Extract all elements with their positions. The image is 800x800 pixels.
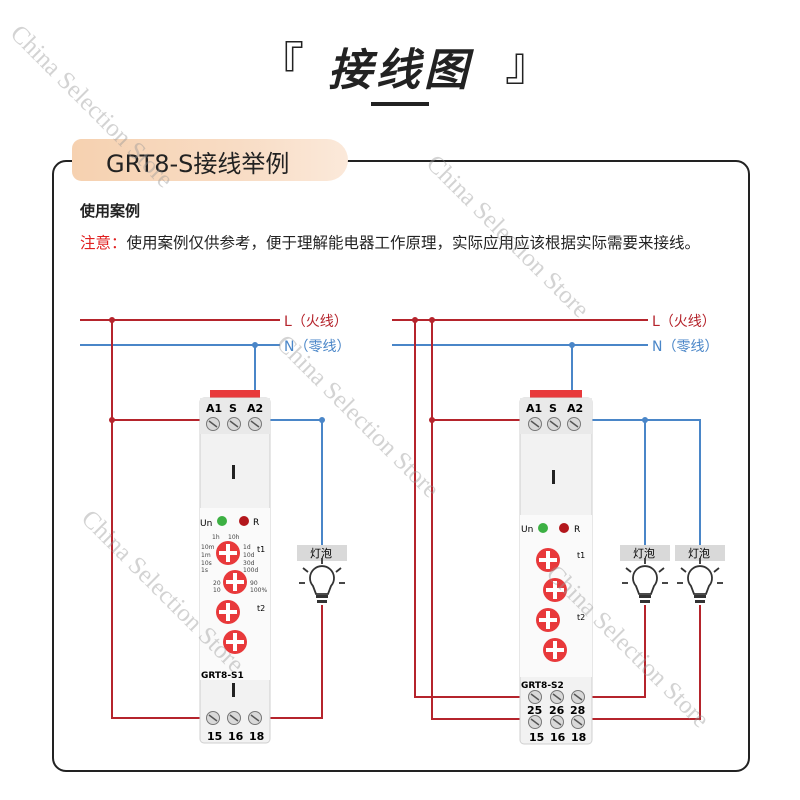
neutral-label-right: N（零线） [652, 339, 718, 355]
svg-text:100d: 100d [243, 567, 258, 574]
term-A1-left: A1 [206, 402, 222, 415]
content-panel [52, 160, 750, 772]
svg-text:10d: 10d [243, 552, 255, 559]
neutral-to-lamps [572, 419, 701, 545]
live-label-right: L（火线） [652, 314, 716, 330]
page-title: 接线图 [328, 45, 472, 96]
term-16-right: 16 [550, 731, 566, 744]
live-to-15-right [431, 320, 535, 720]
note-paragraph: 注意：使用案例仅供参考，便于理解能电器工作原理，实际应用应该根据实际需要来接线。 [80, 230, 740, 256]
dial-3-right [536, 608, 560, 632]
svg-text:30d: 30d [243, 560, 255, 567]
term-S-right: S [549, 402, 557, 415]
term-A2-right: A2 [567, 402, 583, 415]
term-15-right: 15 [529, 731, 544, 744]
svg-text:90: 90 [250, 580, 258, 587]
neutral-label-left: N（零线） [284, 339, 350, 355]
dial-3-left [216, 600, 240, 624]
led-un-left: Un [200, 519, 212, 529]
t1-right: t1 [577, 551, 585, 560]
led-un-right: Un [521, 525, 533, 535]
dial-1-left [216, 541, 240, 565]
title-underline [371, 102, 429, 106]
svg-text:10: 10 [213, 587, 221, 594]
svg-text:10s: 10s [201, 560, 212, 567]
section-tag: GRT8-S接线举例 [72, 139, 348, 181]
dial-2-left [223, 570, 247, 594]
note-text: 使用案例仅供参考，便于理解能电器工作原理，实际应用应该根据实际需要来接线。 [126, 234, 701, 252]
svg-text:1s: 1s [201, 567, 208, 574]
term-S-left: S [229, 402, 237, 415]
term-16-left: 16 [228, 730, 244, 743]
svg-text:1d: 1d [243, 544, 251, 551]
lamp2-to-18 [578, 605, 701, 720]
t2-right: t2 [577, 613, 585, 622]
live-to-25-right [414, 320, 535, 698]
led-r-left: R [253, 518, 259, 528]
right-diagram: L（火线） N（零线） A1 S A2 Un [392, 314, 725, 745]
live-to-15 [111, 320, 213, 719]
term-A2-left: A2 [247, 402, 263, 415]
title-bracket-left: 『 [258, 37, 304, 91]
svg-text:10h: 10h [228, 534, 240, 541]
lamp-label-left: 灯泡 [310, 546, 332, 560]
dial-4-right [543, 638, 567, 662]
relay-left: A1 S A2 Un R 1h 10h 10m 1m 10s 1s 1d 10d… [199, 390, 271, 744]
term-28-right: 28 [570, 704, 585, 717]
left-diagram: L（火线） N（零线） A1 S A2 Un R 1h [80, 314, 350, 744]
lamp-label-right-2: 灯泡 [688, 546, 710, 560]
lamp-to-18 [255, 605, 323, 719]
dial-scale-left-a: 1h [212, 534, 220, 541]
lamp1-to-28 [578, 605, 646, 698]
t2-left: t2 [257, 604, 265, 613]
title-bracket-right: 』 [505, 37, 551, 91]
lamp-icon [621, 557, 669, 604]
lamp-label-right-1: 灯泡 [633, 546, 655, 560]
section-tag-label: GRT8-S接线举例 [106, 150, 290, 178]
live-label-left: L（火线） [284, 314, 348, 330]
use-case-heading: 使用案例 [80, 202, 141, 220]
term-25-right: 25 [527, 704, 542, 717]
svg-text:100%: 100% [250, 587, 267, 594]
term-26-right: 26 [549, 704, 565, 717]
model-right: GRT8-S2 [521, 681, 564, 691]
model-left: GRT8-S1 [201, 671, 244, 681]
svg-text:20: 20 [213, 580, 221, 587]
term-15-left: 15 [207, 730, 222, 743]
note-prefix: 注意： [80, 234, 127, 252]
header: 『 接线图 』 [0, 28, 800, 98]
term-18-left: 18 [249, 730, 264, 743]
term-A1-right: A1 [526, 402, 542, 415]
led-r-right: R [574, 525, 580, 535]
svg-text:10m: 10m [201, 544, 215, 551]
svg-text:1m: 1m [201, 552, 211, 559]
term-18-right: 18 [571, 731, 586, 744]
lamp-icon [298, 557, 346, 604]
t1-left: t1 [257, 545, 265, 554]
relay-right: A1 S A2 Un R t1 t2 GRT8-S2 25 26 28 [519, 390, 593, 745]
lamp-icon [676, 557, 724, 604]
